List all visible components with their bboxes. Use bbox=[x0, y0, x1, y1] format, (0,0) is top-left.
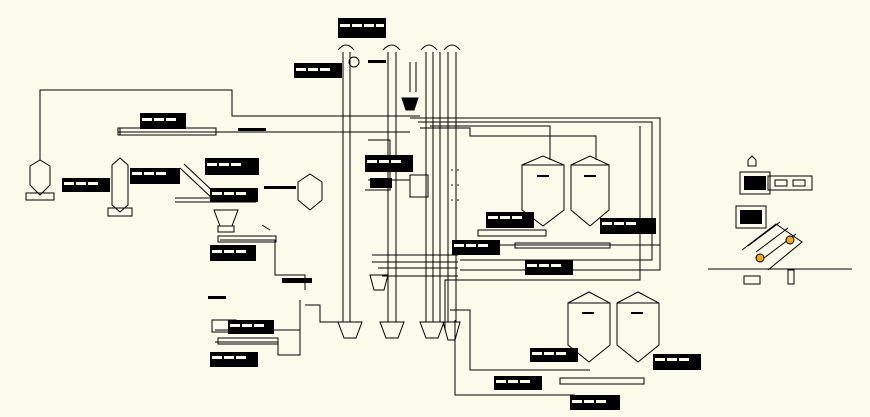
silo-tanks bbox=[25, 44, 660, 363]
equipment-detail-right bbox=[708, 155, 852, 285]
dotted-marks bbox=[451, 169, 459, 201]
label-blocks bbox=[62, 18, 701, 410]
silo-labels bbox=[537, 175, 643, 314]
